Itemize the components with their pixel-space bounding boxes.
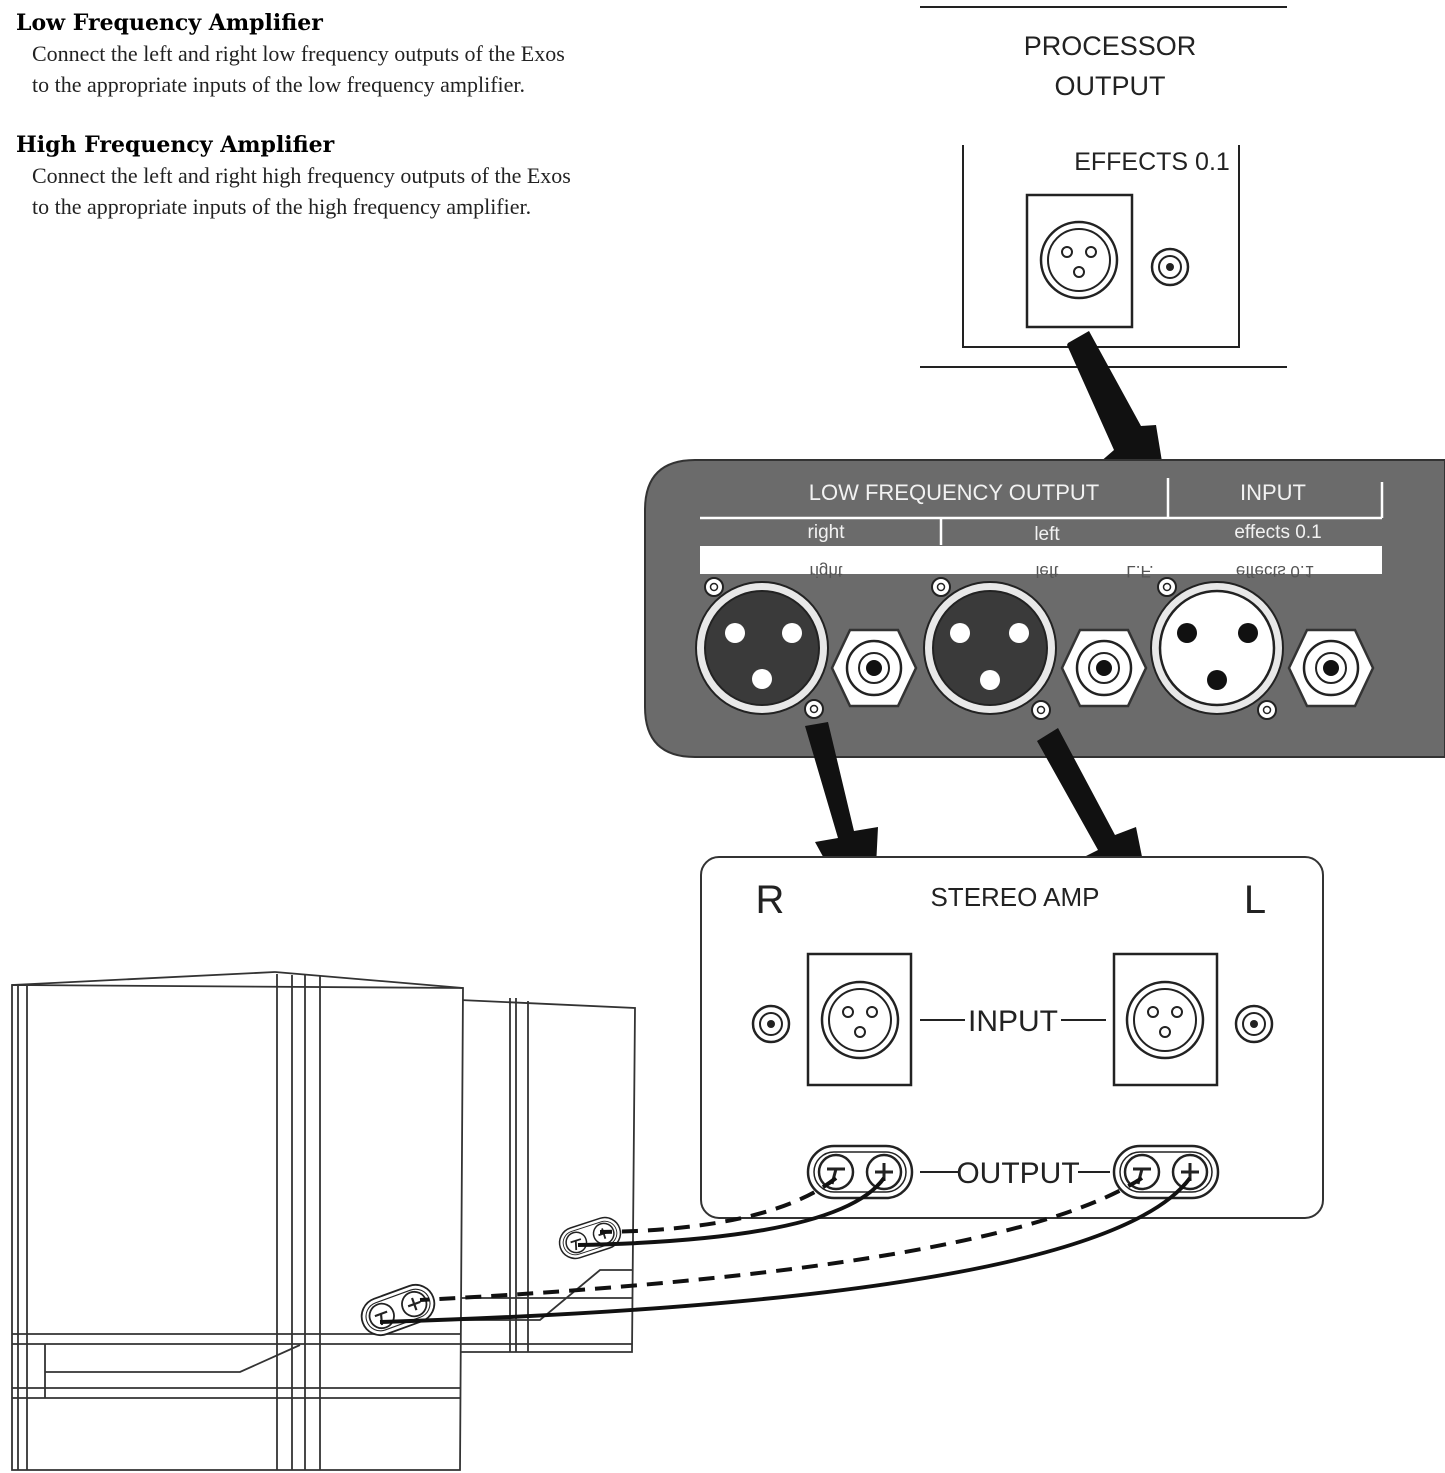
processor-title: PROCESSOR	[1024, 31, 1197, 61]
amp-output-label: OUTPUT	[956, 1157, 1079, 1190]
instruction-line: Connect the left and right low frequency…	[32, 41, 565, 66]
left-output-label: left	[1034, 524, 1060, 545]
screw-icon	[931, 577, 951, 597]
screw-icon	[1257, 700, 1277, 720]
screw-icon	[1031, 700, 1051, 720]
processor-output-box: PROCESSOR OUTPUT EFFECTS 0.1	[920, 6, 1287, 368]
amp-title: STEREO AMP	[930, 882, 1099, 912]
binding-post-right-icon	[806, 1144, 914, 1200]
rca-left-output-icon	[1060, 628, 1148, 708]
xlr-right-output-icon	[695, 581, 829, 715]
mirrored-label: left	[1036, 562, 1059, 581]
processor-title: OUTPUT	[1055, 71, 1166, 101]
rca-right-output-icon	[830, 628, 918, 708]
rca-effects-input-icon	[1287, 628, 1375, 708]
speaker-rear	[459, 998, 636, 1353]
instruction-line: to the appropriate inputs of the low fre…	[32, 72, 526, 97]
xlr-effects-input-icon	[1150, 581, 1284, 715]
right-output-label: right	[808, 522, 846, 543]
xlr-connector-icon	[1039, 220, 1119, 300]
exos-rear-panel: LOW FREQUENCY OUTPUT INPUT right left ef…	[644, 459, 1445, 758]
xlr-amp-left-input-icon	[1125, 980, 1205, 1060]
mirrored-label: effects 0.1	[1236, 562, 1314, 581]
binding-post-left-icon	[1112, 1144, 1220, 1200]
effects-input-label: effects 0.1	[1234, 522, 1321, 543]
screw-icon	[1157, 577, 1177, 597]
instructions: Low Frequency Amplifier Connect the left…	[16, 8, 656, 222]
rca-connector-icon	[751, 1004, 791, 1044]
input-section-label: INPUT	[1240, 480, 1306, 505]
effects-port-label: EFFECTS 0.1	[1074, 148, 1230, 176]
instruction-line: Connect the left and right high frequenc…	[32, 163, 571, 188]
amp-left-channel-label: L	[1244, 878, 1266, 922]
mirrored-label: right	[809, 562, 842, 581]
amp-input-label: INPUT	[968, 1005, 1058, 1038]
screw-icon	[804, 699, 824, 719]
screw-icon	[704, 577, 724, 597]
rca-connector-icon	[1234, 1004, 1274, 1044]
stereo-amp: R STEREO AMP L INPUT OUTPUT	[700, 856, 1324, 1219]
instruction-line: to the appropriate inputs of the high fr…	[32, 194, 532, 219]
heading-high-frequency: High Frequency Amplifier	[16, 132, 335, 158]
xlr-amp-right-input-icon	[820, 980, 900, 1060]
mirrored-label: L.F.	[1126, 562, 1153, 581]
low-frequency-output-label: LOW FREQUENCY OUTPUT	[809, 480, 1100, 505]
speaker-front	[11, 971, 464, 1471]
rca-connector-icon	[1150, 247, 1190, 287]
heading-low-frequency: Low Frequency Amplifier	[16, 10, 323, 36]
xlr-left-output-icon	[923, 581, 1057, 715]
speaker-cables	[379, 1176, 1192, 1324]
amp-right-channel-label: R	[756, 878, 785, 922]
